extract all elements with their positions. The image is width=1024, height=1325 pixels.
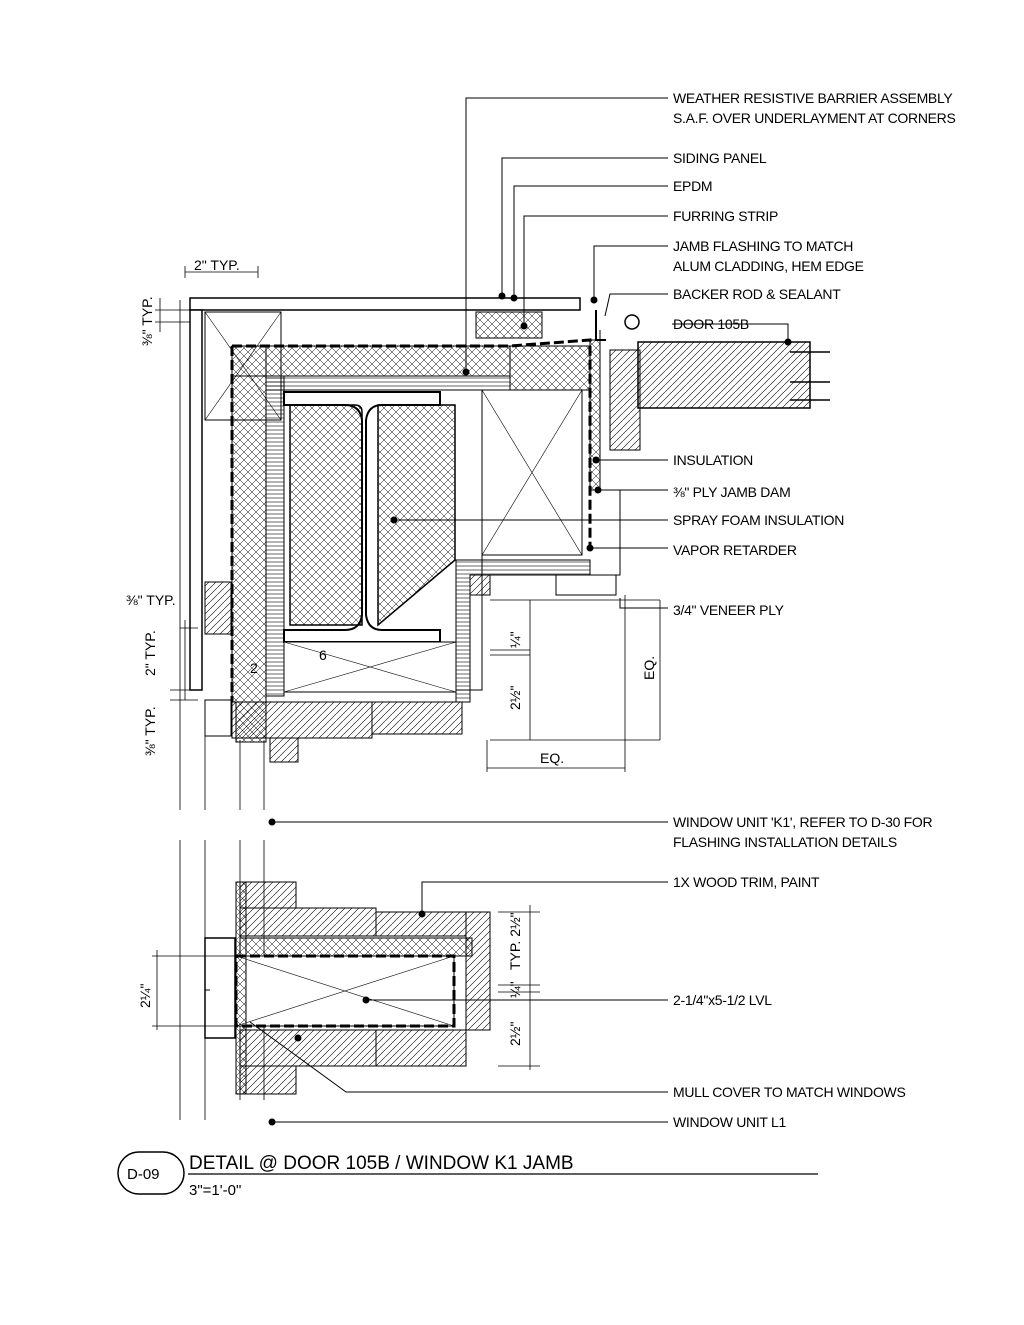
callout-trim: 1X WOOD TRIM, PAINT: [673, 874, 820, 890]
callout-siding: SIDING PANEL: [673, 150, 767, 166]
callout-epdm: EPDM: [673, 178, 712, 194]
detail-tag-bubble: [117, 1151, 185, 1195]
detail-title: DETAIL @ DOOR 105B / WINDOW K1 JAMB: [189, 1153, 574, 1174]
title-block: D-09 DETAIL @ DOOR 105B / WINDOW K1 JAMB…: [117, 1151, 818, 1199]
dim-3-8-typ-top: ⅜" TYP.: [139, 296, 155, 346]
dim-typ-2-half: TYP. 2½": [507, 912, 523, 970]
backer-rod: [624, 314, 640, 330]
lower-section: [179, 840, 491, 1120]
dim-2-typ: 2" TYP.: [194, 257, 240, 273]
tag-6: 6: [319, 647, 327, 663]
callout-jamb-flash-1: JAMB FLASHING TO MATCH: [673, 238, 853, 254]
dim-2-half-low: 2½": [507, 1022, 523, 1046]
callout-spray-foam: SPRAY FOAM INSULATION: [673, 512, 844, 528]
siding-vertical: [189, 309, 203, 691]
dim-2-quarter: 2¼": [137, 984, 153, 1008]
upper-section: 2 6: [179, 297, 830, 810]
dim-eq-vertical: EQ.: [641, 656, 657, 680]
callout-veneer: 3/4" VENEER PLY: [673, 602, 785, 618]
callout-furring: FURRING STRIP: [673, 208, 778, 224]
dim-2-half: 2½": [507, 686, 523, 710]
siding-panel: [189, 297, 581, 311]
callout-mull: MULL COVER TO MATCH WINDOWS: [673, 1084, 906, 1100]
leader-lines: [205, 97, 789, 1123]
callout-vapor: VAPOR RETARDER: [673, 542, 797, 558]
callout-window-l1: WINDOW UNIT L1: [673, 1114, 787, 1130]
detail-scale: 3"=1'-0": [189, 1182, 241, 1199]
lower-dim-text: 2¼" TYP. 2½" ¼" 2½": [137, 912, 523, 1046]
detail-tag: D-09: [127, 1166, 160, 1183]
mull-cover: [204, 937, 236, 1039]
callout-wrb-2: S.A.F. OVER UNDERLAYMENT AT CORNERS: [673, 110, 956, 126]
dim-3-8-typ-mid: ⅜" TYP.: [126, 592, 176, 608]
lower-dimensions: [152, 905, 540, 1070]
upper-dimensions: [155, 266, 661, 772]
callout-text: WEATHER RESISTIVE BARRIER ASSEMBLY S.A.F…: [673, 90, 956, 1130]
tag-2: 2: [250, 660, 258, 676]
furring-strip: [475, 311, 543, 339]
callout-window-k1-2: FLASHING INSTALLATION DETAILS: [673, 834, 897, 850]
callout-jamb-flash-2: ALUM CLADDING, HEM EDGE: [673, 258, 864, 274]
dim-eq-horizontal: EQ.: [540, 750, 564, 766]
upper-dim-text: 2" TYP. ⅜" TYP. ⅜" TYP. 2" TYP. ⅜" TYP. …: [126, 257, 657, 766]
dim-2-typ-vert: 2" TYP.: [142, 630, 158, 676]
callout-window-k1-1: WINDOW UNIT 'K1', REFER TO D-30 FOR: [673, 814, 933, 830]
callout-lvl: 2-1/4"x5-1/2 LVL: [673, 992, 772, 1008]
callout-door: DOOR 105B: [673, 316, 749, 332]
callout-wrb-1: WEATHER RESISTIVE BARRIER ASSEMBLY: [673, 90, 953, 106]
dim-quarter: ¼": [507, 631, 523, 648]
callout-ply-dam: ⅜" PLY JAMB DAM: [673, 484, 790, 500]
dim-3-8-typ-low: ⅜" TYP.: [142, 706, 158, 756]
callout-insulation: INSULATION: [673, 452, 753, 468]
dim-quarter-low: ¼": [507, 981, 523, 998]
door-105b: [637, 341, 811, 409]
callout-backer: BACKER ROD & SEALANT: [673, 286, 841, 302]
leader-dots: [268, 292, 792, 1126]
